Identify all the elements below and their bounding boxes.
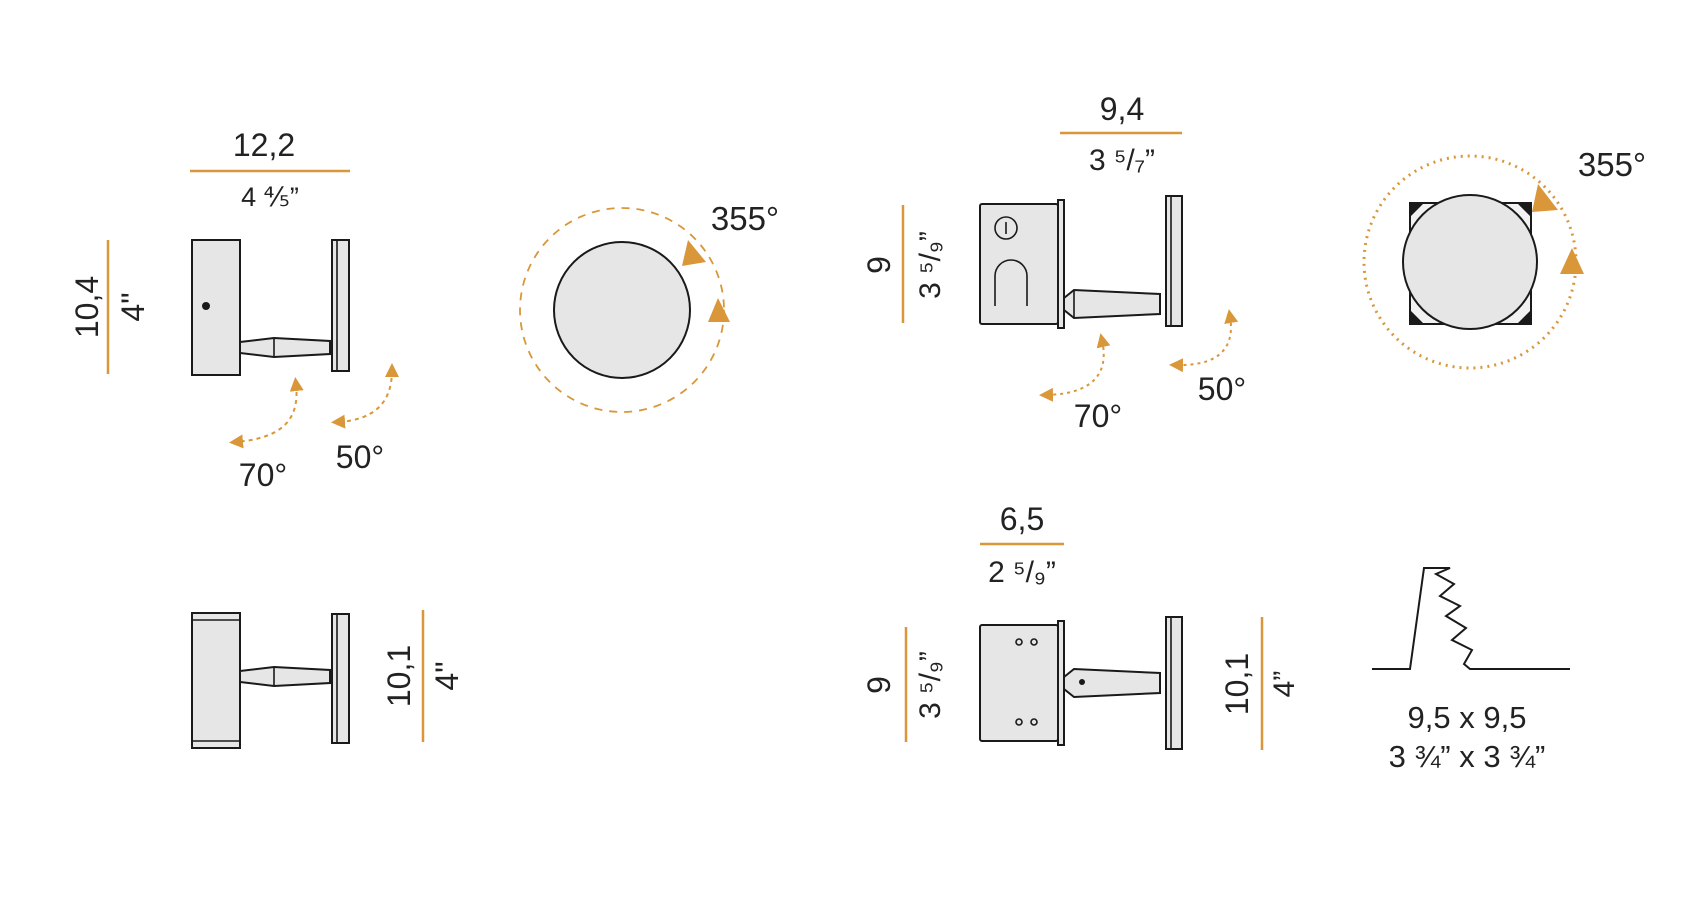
width-in-label: 4 ⅘” [241, 182, 299, 212]
view-side-bottom-left: 10,1 4" [191, 610, 465, 749]
height-cm-label: 9 [861, 256, 897, 274]
tilt-arrow-50 [331, 363, 399, 429]
height-in-label: 4" [115, 292, 151, 321]
arm-stem [1063, 667, 1161, 699]
tilt-arrow-70 [229, 377, 304, 449]
view-front-rotation-right: 355° [1362, 146, 1646, 370]
cutout-size-cm: 9,5 x 9,5 [1408, 700, 1527, 735]
tilt-arrow-70 [1039, 333, 1111, 402]
tilt-70-label: 70° [239, 457, 287, 493]
height-cm-label: 10,1 [381, 645, 417, 707]
height2-in-label: 4” [1268, 671, 1301, 698]
arm-pivot-dot [1079, 679, 1085, 685]
rotation-label: 355° [1578, 146, 1646, 183]
arm-stem [1063, 288, 1161, 320]
housing-rim [1057, 199, 1065, 329]
height2-cm-label: 10,1 [1219, 653, 1255, 715]
screw-hole [1030, 718, 1038, 726]
view-side-bottom-right: 6,5 2 ⁵/₉” 9 3 ⁵/₉” 10,1 4” [861, 501, 1301, 750]
fixture-housing [979, 624, 1059, 742]
front-disc [553, 241, 691, 379]
arm-stem [239, 336, 331, 359]
rotation-arrow-head-right [708, 298, 730, 322]
view-side-top-left: 12,2 4 ⅘” 10,4 4" 70° 50° [69, 127, 399, 493]
rotation-arrow-head-top [1532, 184, 1558, 212]
width-in-label: 3 ⁵/₇” [1089, 144, 1155, 177]
tilt-50-label: 50° [1198, 371, 1246, 407]
view-side-top-right: 9,4 3 ⁵/₇” 9 3 ⁵/₉” 70° 50° [861, 91, 1246, 434]
knob-icon [994, 216, 1018, 240]
body-dot [202, 302, 210, 310]
width-in-label: 2 ⁵/₉” [988, 556, 1056, 589]
tilt-arrow-50 [1169, 309, 1239, 373]
tilt-70-label: 70° [1074, 398, 1122, 434]
height-in-label: 3 ⁵/₉” [914, 651, 947, 719]
height-in-label: 4" [429, 661, 465, 690]
rotation-label: 355° [711, 200, 779, 237]
cutout-section-line [1372, 567, 1570, 670]
screw-hole [1015, 718, 1023, 726]
ceiling-cutout-detail: 9,5 x 9,5 3 ¾” x 3 ¾” [1372, 567, 1570, 774]
width-cm-label: 9,4 [1100, 91, 1144, 127]
fixture-body [191, 239, 241, 376]
mounting-plate [331, 239, 350, 372]
front-disc [1402, 194, 1538, 330]
mounting-plate [1165, 195, 1183, 327]
width-cm-label: 12,2 [233, 127, 295, 163]
tilt-50-label: 50° [336, 439, 384, 475]
trim-corner-br [1517, 310, 1531, 324]
height-cm-label: 10,4 [69, 276, 105, 338]
width-cm-label: 6,5 [1000, 501, 1044, 537]
arm-stem [239, 665, 331, 688]
trim-corner-bl [1410, 310, 1424, 324]
trim-corner-tl [1410, 203, 1424, 217]
height-in-label: 3 ⁵/₉” [914, 231, 947, 299]
view-front-rotation-left: 355° [519, 200, 779, 413]
screw-hole [1030, 638, 1038, 646]
height-cm-label: 9 [861, 676, 897, 694]
trim-corner-tr [1517, 203, 1531, 217]
mounting-plate [1165, 616, 1183, 750]
fixture-housing [979, 203, 1059, 325]
slot-outline [994, 259, 1028, 306]
rotation-arrow-head-right [1560, 248, 1584, 274]
cutout-size-in: 3 ¾” x 3 ¾” [1389, 739, 1546, 774]
screw-hole [1015, 638, 1023, 646]
rotation-arrow-head-top [682, 240, 706, 266]
fixture-body [191, 612, 241, 749]
mounting-plate [331, 613, 350, 744]
